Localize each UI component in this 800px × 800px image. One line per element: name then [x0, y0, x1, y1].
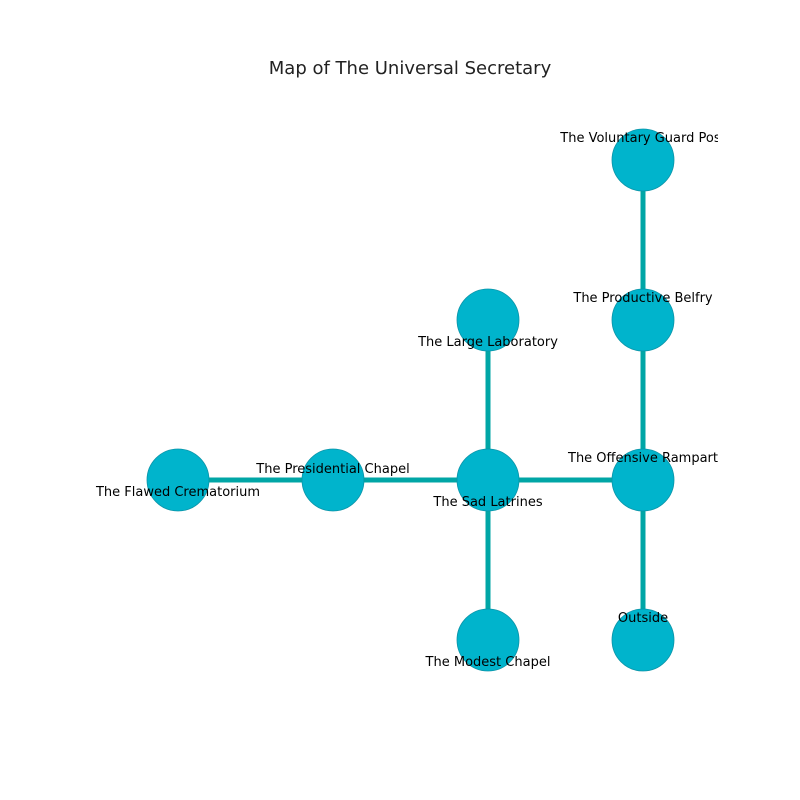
room-label-offensive-rampart: The Offensive Rampart — [567, 451, 718, 466]
room-node-presidential-chapel — [301, 448, 365, 512]
room-node-voluntary-guard-post — [611, 128, 675, 192]
room-node-outside — [611, 608, 675, 672]
room-label-presidential-chapel: The Presidential Chapel — [255, 462, 409, 477]
room-label-productive-belfry: The Productive Belfry — [572, 291, 713, 306]
room-node-sad-latrines — [456, 448, 520, 512]
room-node-large-laboratory — [456, 288, 520, 352]
room-node-offensive-rampart — [611, 448, 675, 512]
rooms-layer — [146, 128, 675, 672]
room-label-voluntary-guard-post: The Voluntary Guard Post — [559, 131, 725, 146]
room-label-outside: Outside — [618, 611, 668, 626]
connections-layer — [178, 160, 646, 640]
room-label-flawed-crematorium: The Flawed Crematorium — [95, 485, 260, 500]
room-label-modest-chapel: The Modest Chapel — [425, 655, 551, 670]
room-node-modest-chapel — [456, 608, 520, 672]
room-node-productive-belfry — [611, 288, 675, 352]
room-node-flawed-crematorium — [146, 448, 210, 512]
room-label-sad-latrines: The Sad Latrines — [432, 495, 542, 510]
map-title: Map of The Universal Secretary — [269, 58, 552, 79]
room-label-large-laboratory: The Large Laboratory — [417, 335, 558, 350]
